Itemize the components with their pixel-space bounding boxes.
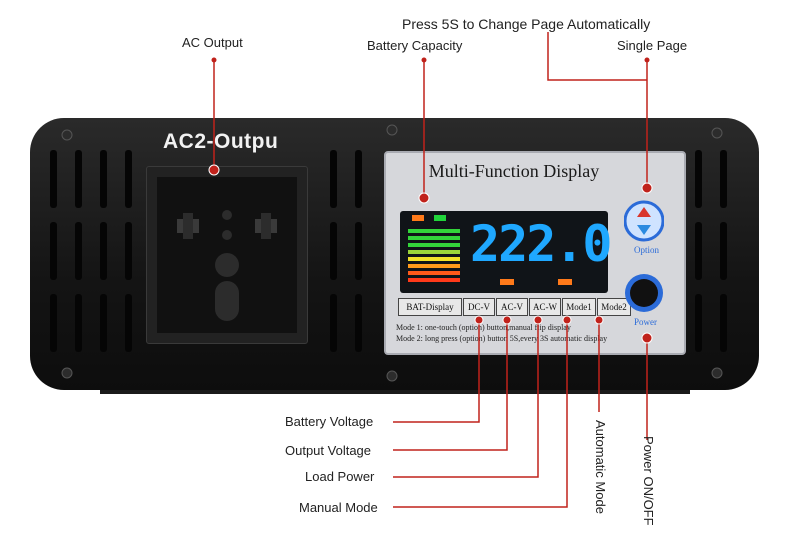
screw-icon [386,370,398,382]
callout-load-power: Load Power [305,469,375,484]
display-title: Multi-Function Display [428,161,600,181]
lcd-screen: 222.0 [400,211,613,293]
label-bat-display: BAT-Display [398,298,462,316]
lcd-indicator [500,279,514,285]
callout-ac-output: AC Output [182,35,243,50]
option-label: Option [634,245,660,255]
callout-output-voltage: Output Voltage [285,443,372,458]
callout-automatic-mode: Automatic Mode [593,420,608,514]
button-label-row: BAT-Display DC-V AC-V AC-W Mode1 Mode2 [398,298,632,316]
label-mode2: Mode2 [597,298,631,316]
screw-icon [711,367,723,379]
right-vents [695,150,727,352]
battery-level-icon [408,215,460,282]
label-mode1: Mode1 [562,298,596,316]
callout-manual-mode: Manual Mode [299,500,378,515]
label-ac-w: AC-W [529,298,561,316]
power-button[interactable] [624,271,664,315]
screw-icon [61,129,73,141]
power-label: Power [634,317,657,327]
ac-socket [146,166,308,344]
option-button[interactable] [624,199,664,243]
left-vents [50,150,132,352]
lcd-indicator [558,279,572,285]
mode1-note: Mode 1: one-touch (option) button,manual… [396,323,571,332]
screw-icon [386,124,398,136]
callout-single-page: Single Page [617,38,688,53]
screw-icon [711,127,723,139]
lcd-reading: 222.0 [470,215,613,273]
device-base [100,386,690,394]
screw-icon [61,367,73,379]
socket-label: AC2-Outpu [163,130,279,153]
label-ac-v: AC-V [496,298,528,316]
middle-vents [330,150,362,352]
socket-outlet-icon [177,210,277,321]
mode2-note: Mode 2: long press (option) button 5S,ev… [396,334,608,343]
callout-power-onoff: Power ON/OFF [641,436,656,526]
callout-battery-voltage: Battery Voltage [285,414,374,429]
callout-press-5s: Press 5S to Change Page Automatically [402,16,651,32]
callout-battery-capacity: Battery Capacity [367,38,463,53]
